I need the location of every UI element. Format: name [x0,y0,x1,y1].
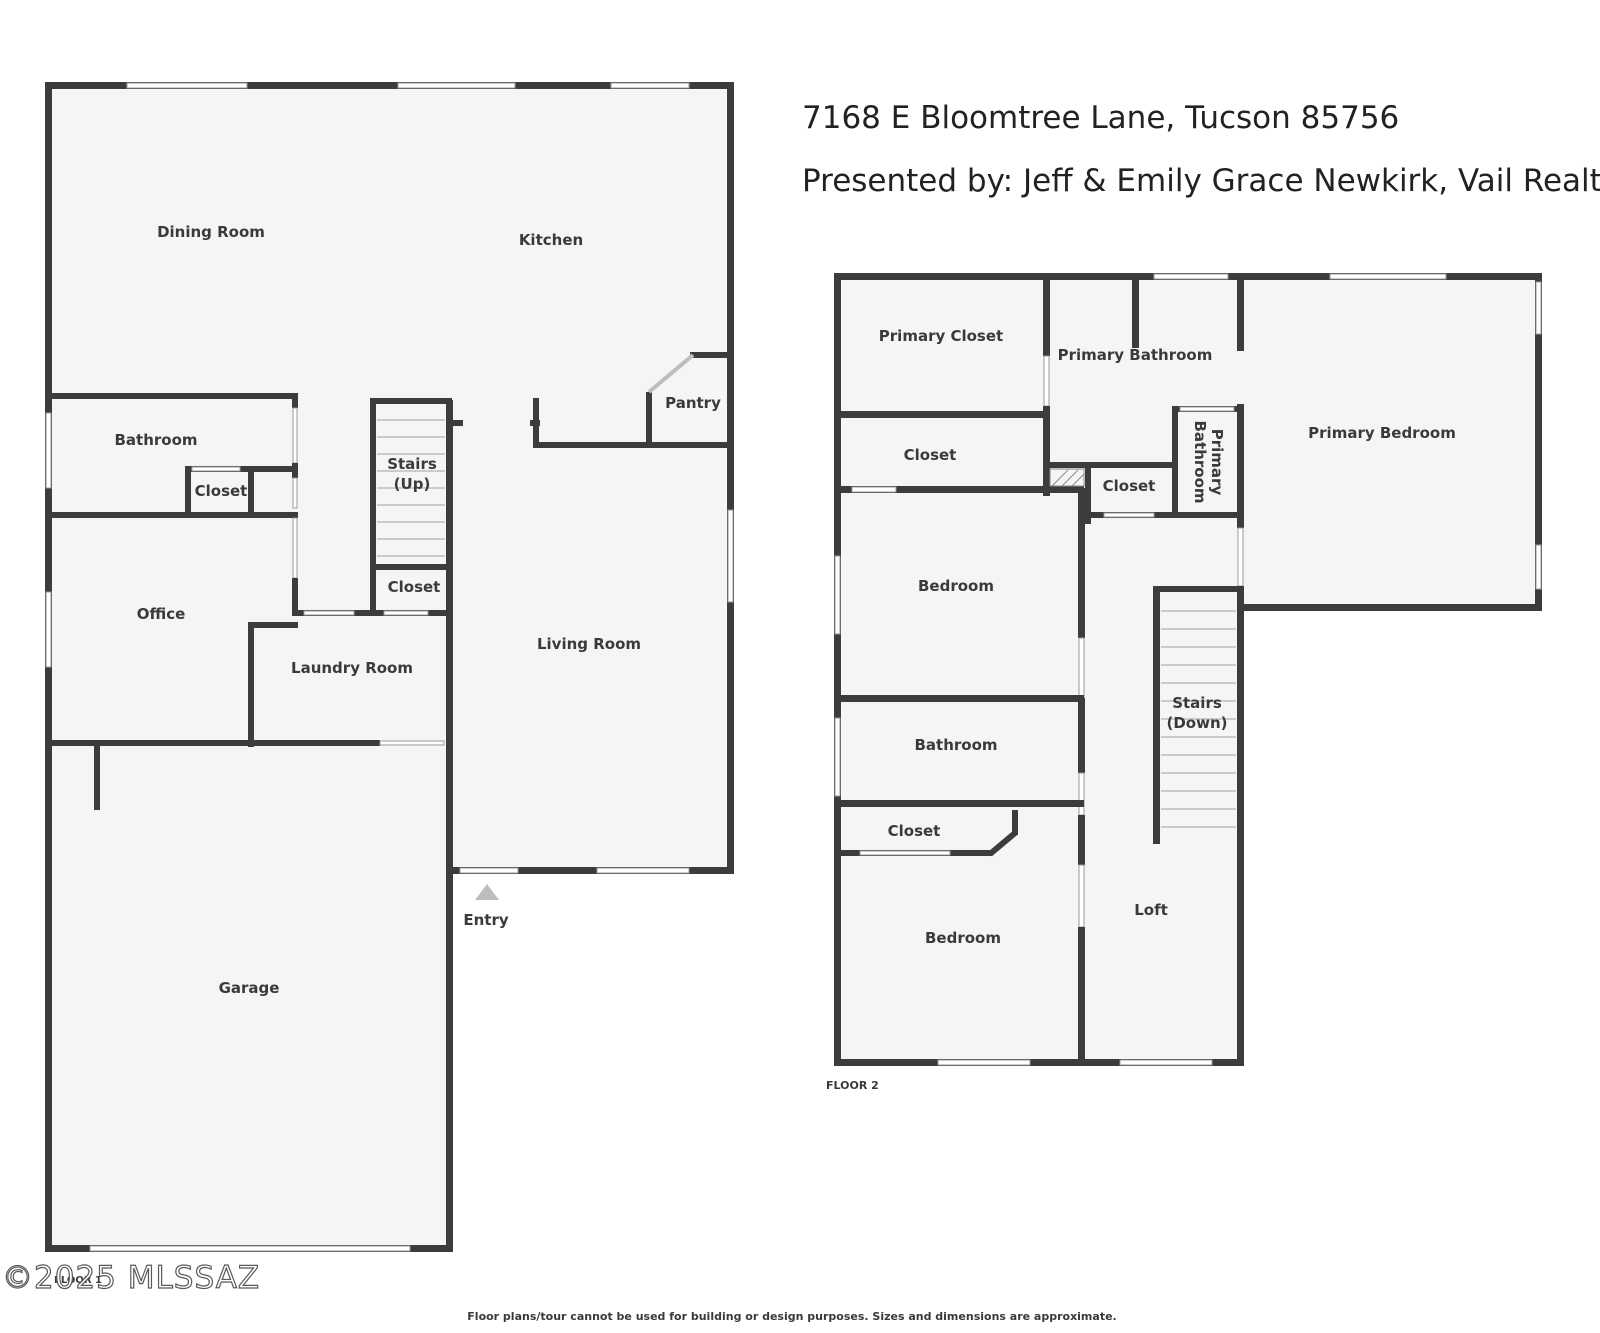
floor-1: Dining Room Kitchen Pantry Bathroom Clos… [45,82,734,1286]
closet-b-label: Closet [1103,477,1156,495]
floor-2: Primary Closet Primary Bathroom Primary … [826,273,1542,1092]
stairs-down-treads [1161,610,1236,828]
primary-bathroom-label: Primary Bathroom [1058,346,1213,364]
disclaimer-text: Floor plans/tour cannot be used for buil… [467,1310,1116,1323]
closet-c-label: Closet [888,822,941,840]
pantry-label: Pantry [665,394,721,412]
bathroom-f2-label: Bathroom [914,736,997,754]
primary-closet-label: Primary Closet [879,327,1003,345]
stairs-up-sublabel: (Up) [394,475,431,493]
stairs-down-sublabel: (Down) [1166,714,1227,732]
floor-1-label: FLOOR 1 [54,1275,102,1286]
bathroom-label: Bathroom [114,431,197,449]
mls-watermark: ©2025 MLSSAZ [2,1260,260,1296]
presenter-line: Presented by: Jeff & Emily Grace Newkirk… [802,163,1600,199]
chase-hatch [1051,469,1085,487]
closet-stairs-label: Closet [388,578,441,596]
stairs-up-label: Stairs [387,455,437,473]
bedroom-a-label: Bedroom [918,577,994,595]
primary-bathroom-small-sublabel: Bathroom [1191,420,1209,503]
stairs-down-label: Stairs [1172,694,1222,712]
closet-a-label: Closet [904,446,957,464]
stairs-up-treads [377,419,445,557]
floor-2-label: FLOOR 2 [826,1079,879,1092]
living-room-label: Living Room [537,635,641,653]
address-title: 7168 E Bloomtree Lane, Tucson 85756 [802,100,1400,136]
laundry-room-label: Laundry Room [291,659,413,677]
entry-arrow-icon [475,884,499,900]
closet-bath-label: Closet [195,482,248,500]
bedroom-b-label: Bedroom [925,929,1001,947]
loft-label: Loft [1134,901,1168,919]
entry-label: Entry [463,911,508,929]
primary-bathroom-small-label: Primary [1208,429,1226,496]
office-label: Office [137,605,186,623]
kitchen-label: Kitchen [519,231,583,249]
primary-bedroom-label: Primary Bedroom [1308,424,1456,442]
dining-room-label: Dining Room [157,223,265,241]
garage-label: Garage [219,979,280,997]
